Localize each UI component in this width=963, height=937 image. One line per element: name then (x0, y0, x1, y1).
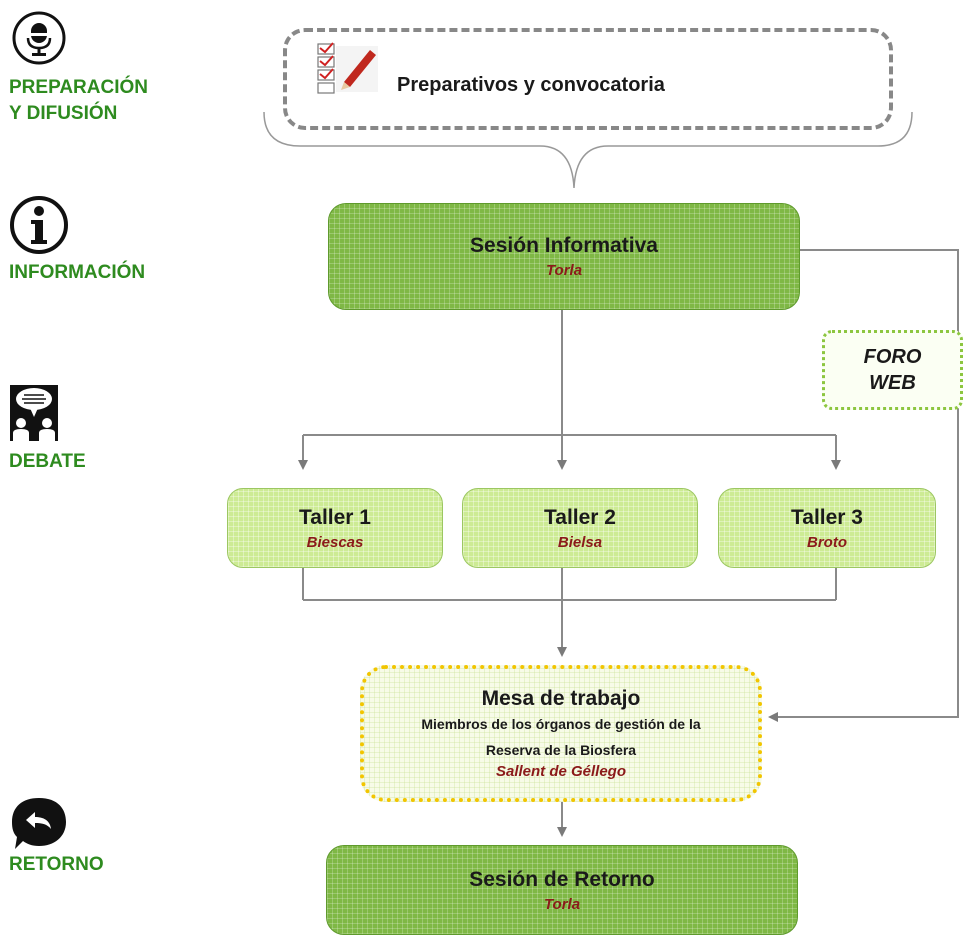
phase-preparacion-line1: PREPARACIÓN (9, 77, 148, 98)
taller-1-box: Taller 1 Biescas (227, 488, 443, 568)
info-icon (9, 195, 69, 260)
line-foro-path (768, 249, 959, 722)
debate-icon (10, 385, 58, 446)
taller-2-place: Bielsa (557, 533, 603, 551)
mesa-place: Sallent de Géllego (495, 763, 627, 780)
return-icon (10, 795, 68, 856)
mesa-desc-line1: Miembros de los órganos de gestión de la (421, 716, 701, 732)
taller-2-title: Taller 2 (544, 505, 616, 529)
sesion-informativa-title: Sesión Informativa (470, 234, 658, 257)
phase-retorno: RETORNO (9, 854, 104, 875)
phase-preparacion: PREPARACIÓN Y DIFUSIÓN (9, 75, 148, 127)
mesa-de-trabajo-box: Mesa de trabajo Miembros de los órganos … (360, 665, 762, 802)
mesa-title: Mesa de trabajo (481, 687, 641, 710)
taller-3-title: Taller 3 (791, 505, 863, 529)
checklist-icon (314, 42, 380, 101)
taller-1-title: Taller 1 (299, 505, 371, 529)
taller-3-place: Broto (807, 533, 847, 551)
foro-line2: WEB (869, 372, 916, 394)
phase-informacion: INFORMACIÓN (9, 262, 146, 283)
sesion-retorno-title: Sesión de Retorno (469, 867, 655, 891)
phase-preparacion-line2: Y DIFUSIÓN (9, 103, 118, 124)
foro-web-box: FORO WEB (822, 330, 963, 410)
foro-line1: FORO (863, 346, 922, 368)
mesa-desc-line2: Reserva de la Biosfera (485, 742, 637, 758)
sesion-informativa-box: Sesión Informativa Torla (328, 203, 800, 310)
phase-debate: DEBATE (9, 451, 86, 472)
taller-3-box: Taller 3 Broto (718, 488, 936, 568)
sesion-informativa-place: Torla (545, 262, 583, 279)
sesion-retorno-place: Torla (543, 895, 581, 913)
preparativos-box (283, 28, 893, 130)
sesion-retorno-box: Sesión de Retorno Torla (326, 845, 798, 935)
taller-1-place: Biescas (306, 533, 364, 551)
brace (263, 111, 913, 189)
taller-2-box: Taller 2 Bielsa (462, 488, 698, 568)
microphone-icon (11, 10, 67, 71)
preparativos-label: Preparativos y convocatoria (397, 74, 665, 96)
